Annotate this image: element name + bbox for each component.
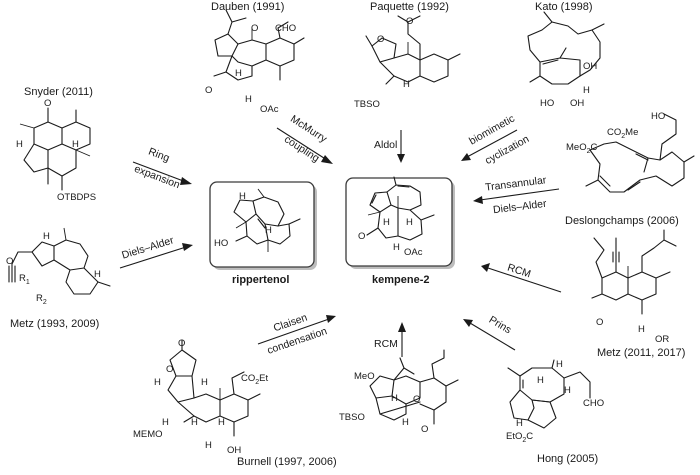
caption-deslongchamps: Deslongchamps (2006): [565, 215, 679, 227]
hong-structure: [507, 359, 591, 429]
dauben-atom-h1: H: [235, 68, 242, 79]
kempene2-atom-h1: H: [383, 217, 390, 228]
burnell-atom-o1: O: [178, 338, 186, 349]
arrow-claisen: [257, 315, 336, 345]
metz2011-atom-o: O: [596, 317, 604, 328]
rippertenol-atom-h2: H: [265, 225, 272, 236]
caption-metz1993: Metz (1993, 2009): [10, 318, 100, 330]
caption-kato: Kato (1998): [535, 1, 593, 13]
deslongchamps-atom-ho: HO: [651, 111, 666, 122]
hong-atom-h4: H: [516, 418, 523, 429]
unnamed-atom-h1: H: [391, 393, 398, 404]
metz1993-atom-h1: H: [43, 231, 50, 242]
caption-dauben: Dauben (1991): [211, 1, 285, 13]
snyder-atom-otbdps: OTBDPS: [57, 192, 97, 203]
caption-hong: Hong (2005): [537, 453, 599, 465]
dauben-structure: [213, 9, 305, 81]
unnamed-structure: [369, 349, 459, 425]
metz1993-atom-h2: H: [94, 269, 101, 280]
rippertenol-atom-ho: HO: [214, 238, 229, 249]
paquette-atom-o2: O: [377, 34, 385, 45]
dauben-atom-oac: OAc: [260, 104, 279, 115]
dauben-atom-o1: O: [251, 23, 259, 34]
hong-atom-h3: H: [564, 385, 571, 396]
burnell-atom-h1: H: [154, 377, 161, 388]
snyder-structure: [19, 107, 91, 191]
rippertenol-structure: [233, 188, 301, 252]
arrow-biomimetic: [461, 129, 518, 161]
paquette-atom-tbso: TBSO: [354, 99, 380, 110]
dauben-atom-h2: H: [245, 94, 252, 105]
kempene2-structure: [366, 176, 435, 241]
caption-metz2011: Metz (2011, 2017): [597, 347, 686, 359]
dauben-atom-o2: O: [205, 85, 213, 96]
arrow-rcm-right: [481, 263, 562, 293]
method-rcm-bottom: RCM: [374, 338, 398, 350]
arrow-diels-alder-metz: [119, 243, 193, 269]
kempene2-atom-o: O: [358, 231, 366, 242]
hong-atom-cho: CHO: [583, 398, 605, 409]
metz1993-structure: [8, 227, 111, 295]
metz1993-atom-o: O: [6, 256, 14, 267]
arrow-ring-expansion: [132, 161, 192, 185]
snyder-atom-o: O: [44, 98, 52, 109]
burnell-atom-oh: OH: [227, 445, 242, 456]
burnell-structure: [167, 339, 261, 437]
metz1993-atom-r2: R2: [36, 293, 47, 306]
unnamed-atom-tbso: TBSO: [339, 412, 365, 423]
kato-atom-ho: HO: [540, 98, 555, 109]
arrow-transannular: [473, 188, 560, 204]
deslongchamps-structure: [585, 113, 695, 193]
metz1993-atom-r1: R1: [19, 273, 30, 286]
metz2011-atom-or: OR: [655, 334, 670, 345]
paquette-atom-h: H: [403, 79, 410, 90]
caption-burnell: Burnell (1997, 2006): [237, 456, 337, 468]
caption-snyder: Snyder (2011): [24, 86, 93, 98]
snyder-atom-h1: H: [16, 139, 23, 150]
unnamed-atom-meo: MeO: [354, 371, 375, 382]
hong-atom-h1: H: [556, 359, 563, 370]
arrow-prins: [463, 319, 516, 351]
hong-atom-eto2c: EtO2C: [506, 431, 534, 444]
method-aldol: Aldol: [374, 139, 398, 151]
burnell-atom-h5: H: [218, 417, 225, 428]
burnell-atom-h4: H: [191, 417, 198, 428]
arrow-rcm-bottom: [398, 322, 406, 357]
burnell-atom-memo: MEMO: [133, 429, 163, 440]
unnamed-atom-h2: H: [402, 417, 409, 428]
unnamed-atom-o1: O: [413, 394, 421, 405]
burnell-atom-h3: H: [162, 417, 169, 428]
metz2011-structure: [591, 229, 677, 315]
arrow-aldol: [397, 130, 405, 163]
kempene2-box: [345, 177, 455, 269]
kato-atom-oh1: OH: [583, 61, 598, 72]
paquette-atom-o1: O: [406, 16, 414, 27]
kato-atom-h: H: [583, 85, 590, 96]
rippertenol-name: rippertenol: [232, 274, 290, 286]
kempene2-name: kempene-2: [372, 274, 430, 286]
caption-paquette: Paquette (1992): [370, 1, 449, 13]
burnell-atom-o2: O: [166, 364, 174, 375]
kato-atom-oh2: OH: [570, 98, 585, 109]
burnell-atom-co2et: CO2Et: [241, 373, 269, 386]
burnell-atom-h6: H: [205, 440, 212, 451]
hong-atom-h2: H: [537, 375, 544, 386]
dauben-atom-cho: CHO: [275, 23, 297, 34]
kato-structure: [527, 11, 605, 85]
arrow-mcmurry: [276, 127, 333, 164]
kempene2-atom-h2: H: [406, 217, 413, 228]
deslongchamps-atom-meo2c: MeO2C: [566, 142, 598, 155]
burnell-atom-h2: H: [201, 377, 208, 388]
kempene2-atom-h3: H: [393, 242, 400, 253]
rippertenol-atom-h1: H: [239, 191, 246, 202]
metz2011-atom-h: H: [638, 324, 645, 335]
unnamed-atom-o2: O: [421, 424, 429, 435]
kempene2-atom-oac: OAc: [404, 247, 423, 258]
snyder-atom-h2: H: [72, 139, 79, 150]
paquette-structure: [365, 15, 461, 85]
deslongchamps-atom-co2me: CO2Me: [607, 127, 639, 140]
